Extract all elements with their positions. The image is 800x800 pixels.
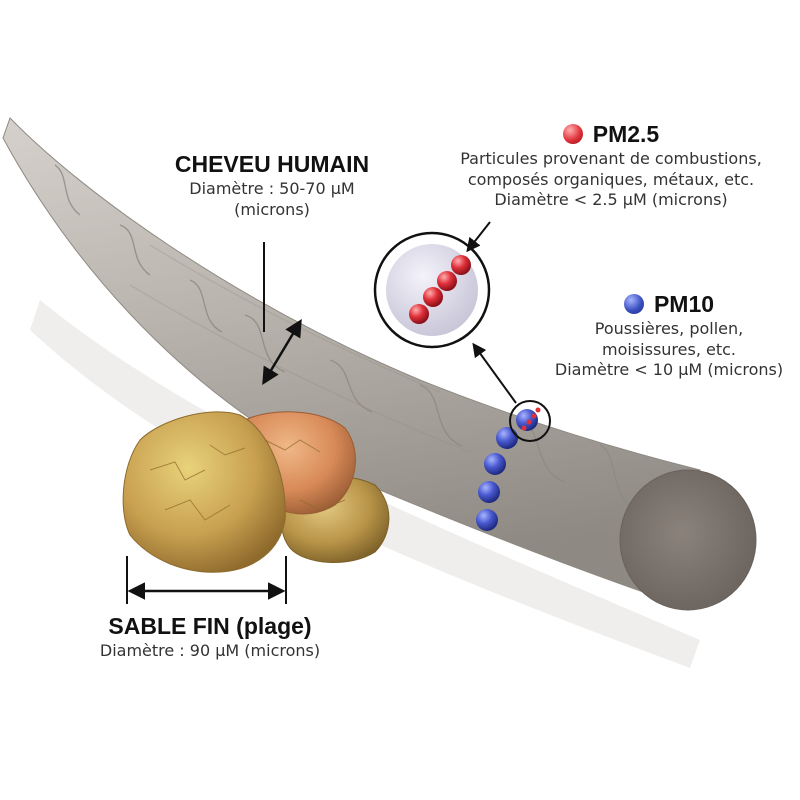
hair-label: CHEVEU HUMAIN Diamètre : 50-70 µM (micro… — [152, 150, 392, 220]
sand-grains — [122, 411, 390, 573]
pm10-magnify-ring — [509, 400, 551, 442]
pm25-title-row: PM2.5 — [425, 120, 797, 149]
pm25-tiny-dots — [521, 407, 541, 431]
hair-title: CHEVEU HUMAIN — [174, 151, 370, 177]
hair-cross-section — [619, 469, 757, 611]
pm25-diameter: Diamètre < 2.5 µM (microns) — [494, 190, 728, 210]
pm25-arrow — [466, 221, 491, 253]
zoom-arrow — [472, 342, 517, 404]
sand-diameter: Diamètre : 90 µM (microns) — [99, 641, 321, 661]
hair-shadow — [30, 300, 700, 668]
pm10-particles — [476, 409, 538, 531]
pm10-title: PM10 — [653, 291, 715, 317]
hair-diameter-arrow — [262, 318, 302, 386]
hair-diameter: Diamètre : 50-70 µM — [189, 179, 355, 199]
pm25-particles — [409, 255, 471, 324]
sand-label: SABLE FIN (plage) Diamètre : 90 µM (micr… — [60, 612, 360, 662]
pm10-line1: Poussières, pollen, — [594, 319, 744, 339]
pm10-label: PM10 Poussières, pollen, moisissures, et… — [540, 290, 798, 381]
pm25-line1: Particules provenant de combustions, — [460, 149, 762, 169]
pm10-dot-icon — [623, 294, 644, 314]
pm25-line2: composés organiques, métaux, etc. — [467, 169, 755, 189]
pm10-diameter: Diamètre < 10 µM (microns) — [554, 360, 784, 380]
hair-unit: (microns) — [234, 199, 310, 219]
pm25-label: PM2.5 Particules provenant de combustion… — [425, 120, 797, 211]
pm25-dot-icon — [562, 124, 583, 144]
pm10-title-row: PM10 — [540, 290, 798, 319]
pm10-line2: moisissures, etc. — [602, 339, 736, 359]
sand-title: SABLE FIN (plage) — [108, 613, 312, 639]
pm25-title: PM2.5 — [592, 121, 660, 147]
